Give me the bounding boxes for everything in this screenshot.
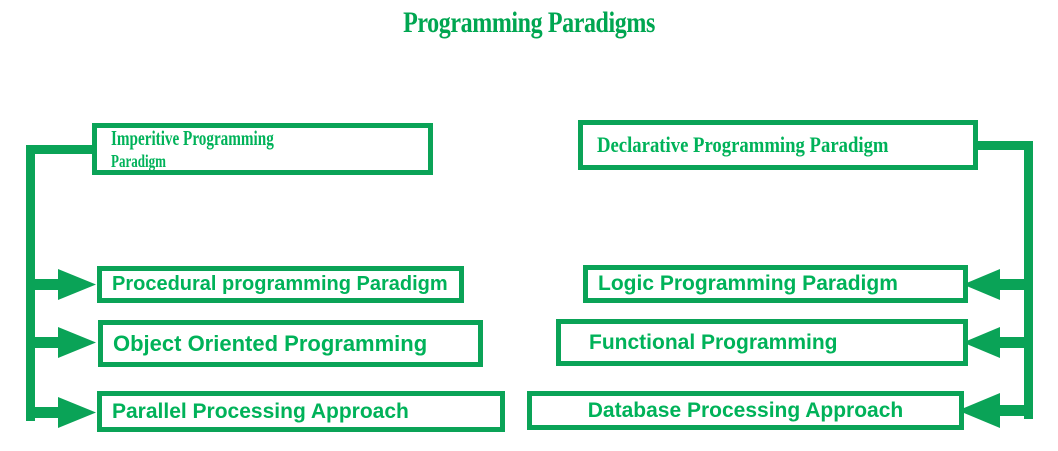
- node-functional-programming[interactable]: Functional Programming: [556, 319, 968, 366]
- node-label: Declarative Programming Paradigm: [597, 132, 889, 157]
- page-title: Programming Paradigms: [403, 6, 655, 39]
- node-logic-programming-paradigm[interactable]: Logic Programming Paradigm: [583, 265, 968, 303]
- node-label-small: Paradigm: [111, 151, 166, 171]
- node-label-main: Imperitive Programming: [111, 126, 274, 150]
- node-label: Parallel Processing Approach: [112, 399, 409, 423]
- node-database-processing-approach[interactable]: Database Processing Approach: [527, 391, 964, 430]
- node-label: Database Processing Approach: [587, 398, 904, 422]
- node-label: Imperitive Programming Paradigm: [111, 126, 380, 171]
- node-label: Logic Programming Paradigm: [598, 272, 898, 295]
- node-object-oriented-programming[interactable]: Object Oriented Programming: [98, 320, 483, 367]
- node-imperitive-programming-paradigm[interactable]: Imperitive Programming Paradigm: [92, 123, 433, 175]
- node-declarative-programming-paradigm[interactable]: Declarative Programming Paradigm: [578, 120, 978, 170]
- node-procedural-programming-paradigm[interactable]: Procedural programming Paradigm: [97, 266, 464, 303]
- node-label: Procedural programming Paradigm: [112, 273, 448, 295]
- node-label: Functional Programming: [589, 330, 838, 354]
- node-label: Object Oriented Programming: [113, 330, 428, 356]
- node-parallel-processing-approach[interactable]: Parallel Processing Approach: [97, 391, 505, 432]
